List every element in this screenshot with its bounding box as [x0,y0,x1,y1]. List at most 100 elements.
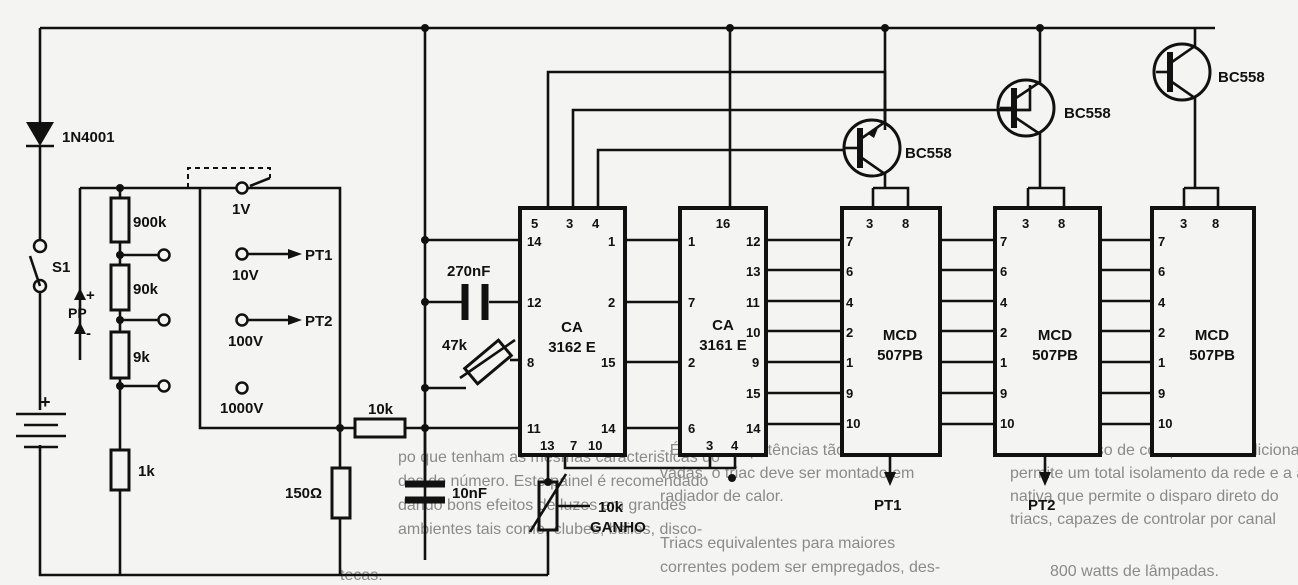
pin-label: 10 [588,438,602,453]
transistor-label: BC558 [1064,105,1111,122]
pin-label: 3 [866,216,873,231]
pin-label: 5 [531,216,538,231]
pin-label: 3 [566,216,573,231]
display-mcd507pb-2: 3 8 7 6 4 2 1 9 10 MCD 507PB [993,186,1102,457]
pin-label: 1 [1000,355,1007,370]
transistor-bc558-1: BC558 [842,100,952,188]
range-10v: 10V [232,267,259,284]
pp-minus: - [86,325,91,342]
pin-label: 4 [846,295,854,310]
segment-bus [766,238,1152,426]
ic-3162-name: CA [561,319,583,336]
pin-label: 10 [1158,416,1172,431]
display-name: MCD [1195,327,1229,344]
pin-label: 11 [527,421,541,436]
pt2-input-label: PT2 [305,313,333,330]
pt-outputs: PT1 PT2 [874,455,1056,514]
pin-label: 7 [1158,234,1165,249]
pin-label: 13 [540,438,554,453]
bg-text-line: Triacs equivalentes para maiores [660,535,895,552]
display-part: 507PB [877,347,923,364]
pin-label: 7 [1000,234,1007,249]
pin-label: 15 [746,386,760,401]
pin-label: 6 [846,264,853,279]
pin-label: 1 [608,234,615,249]
pot-47k-label: 47k [442,337,468,354]
background-text: po que tenham as mesmas caracteristicas … [340,440,1298,584]
ic-3161-name: CA [712,317,734,334]
battery: + [16,392,66,449]
pin-label: 14 [746,421,761,436]
pin-label: 7 [688,295,695,310]
range-selector: 1V 10V 100V 1000V PT1 PT2 [187,167,355,430]
pin-label: 16 [716,216,730,231]
bg-text-line: nativa que permite o disparo direto do [1010,488,1279,505]
supply-wiring [38,26,1215,577]
pin-label: 2 [688,355,695,370]
pin-label: 12 [527,295,541,310]
diode-label: 1N4001 [62,129,115,146]
pin-label: 4 [592,216,600,231]
ic-ca3161e: CA 3161 E 16 1 7 2 6 12 13 11 10 9 15 14… [678,206,768,457]
display-mcd507pb-3: 3 8 7 6 4 2 1 9 10 MCD 507PB [1150,186,1256,457]
bg-text-line: permite um total isolamento da rede e a … [1010,465,1298,482]
ic-ca3162e: CA 3162 E 5 3 4 14 12 8 11 1 2 15 14 13 … [518,206,627,457]
pin-label: 8 [1212,216,1219,231]
bg-text-line: triacs, capazes de controlar por canal [1010,511,1276,528]
diode-1n4001: 1N4001 [26,122,115,148]
range-1v: 1V [232,201,250,218]
pin-label: 9 [1000,386,1007,401]
transistor-label: BC558 [1218,69,1265,86]
display-name: MCD [1038,327,1072,344]
pt1-output-label: PT1 [874,497,902,514]
bg-text-line: correntes podem ser empregados, des- [660,559,940,576]
bg-text-line: dando bons efeitos de luzes em grandes [398,497,686,514]
gain-pot: 10k GANHO [528,455,737,575]
pin-label: 4 [731,438,739,453]
pin-label: 2 [608,295,615,310]
resistor-900k-label: 900k [133,214,167,231]
pin-label: 4 [1000,295,1008,310]
display-mcd507pb-1: 3 8 7 6 4 2 1 9 10 MCD 507PB [840,186,942,457]
pt1-input-label: PT1 [305,247,333,264]
pin-label: 13 [746,264,760,279]
cap-270nf-label: 270nF [447,263,490,280]
pin-label: 1 [1158,355,1165,370]
pin-label: 9 [1158,386,1165,401]
pin-label: 2 [846,325,853,340]
pin-label: 10 [1000,416,1014,431]
pin-label: 1 [846,355,853,370]
transistor-bc558-3: BC558 [1152,28,1265,188]
pin-label: 15 [601,355,615,370]
resistor-90k-label: 90k [133,281,159,298]
transistor-bc558-2: BC558 [996,28,1111,188]
pin-label: 7 [846,234,853,249]
pin-label: 1 [688,234,695,249]
pin-label: 3 [706,438,713,453]
resistor-10k-label: 10k [368,401,394,418]
switch-s1: S1 [28,238,70,294]
range-100v: 100V [228,333,263,350]
display-part: 507PB [1032,347,1078,364]
pin-label: 10 [846,416,860,431]
pin-label: 6 [1000,264,1007,279]
pin-label: 11 [746,295,760,310]
pin-label: 9 [846,386,853,401]
bg-text-line: 800 watts de lâmpadas. [1050,563,1219,580]
resistor-9k-label: 9k [133,349,150,366]
pot-gain-label: GANHO [590,519,646,536]
pin-label: 12 [746,234,760,249]
pin-label: 2 [1158,325,1165,340]
ic-3162-part: 3162 E [548,339,596,356]
resistor-1k-label: 1k [138,463,155,480]
switch-label: S1 [52,259,70,276]
pin-label: 10 [746,325,760,340]
bg-text-line: po que tenham as mesmas caracteristicas … [398,449,720,466]
battery-plus: + [40,392,51,412]
pin-label: 3 [1022,216,1029,231]
pin-label: 14 [601,421,616,436]
cap-10nf-label: 10nF [452,485,487,502]
probe-pp: + PP - [68,188,95,360]
junction-dots [116,24,1044,486]
